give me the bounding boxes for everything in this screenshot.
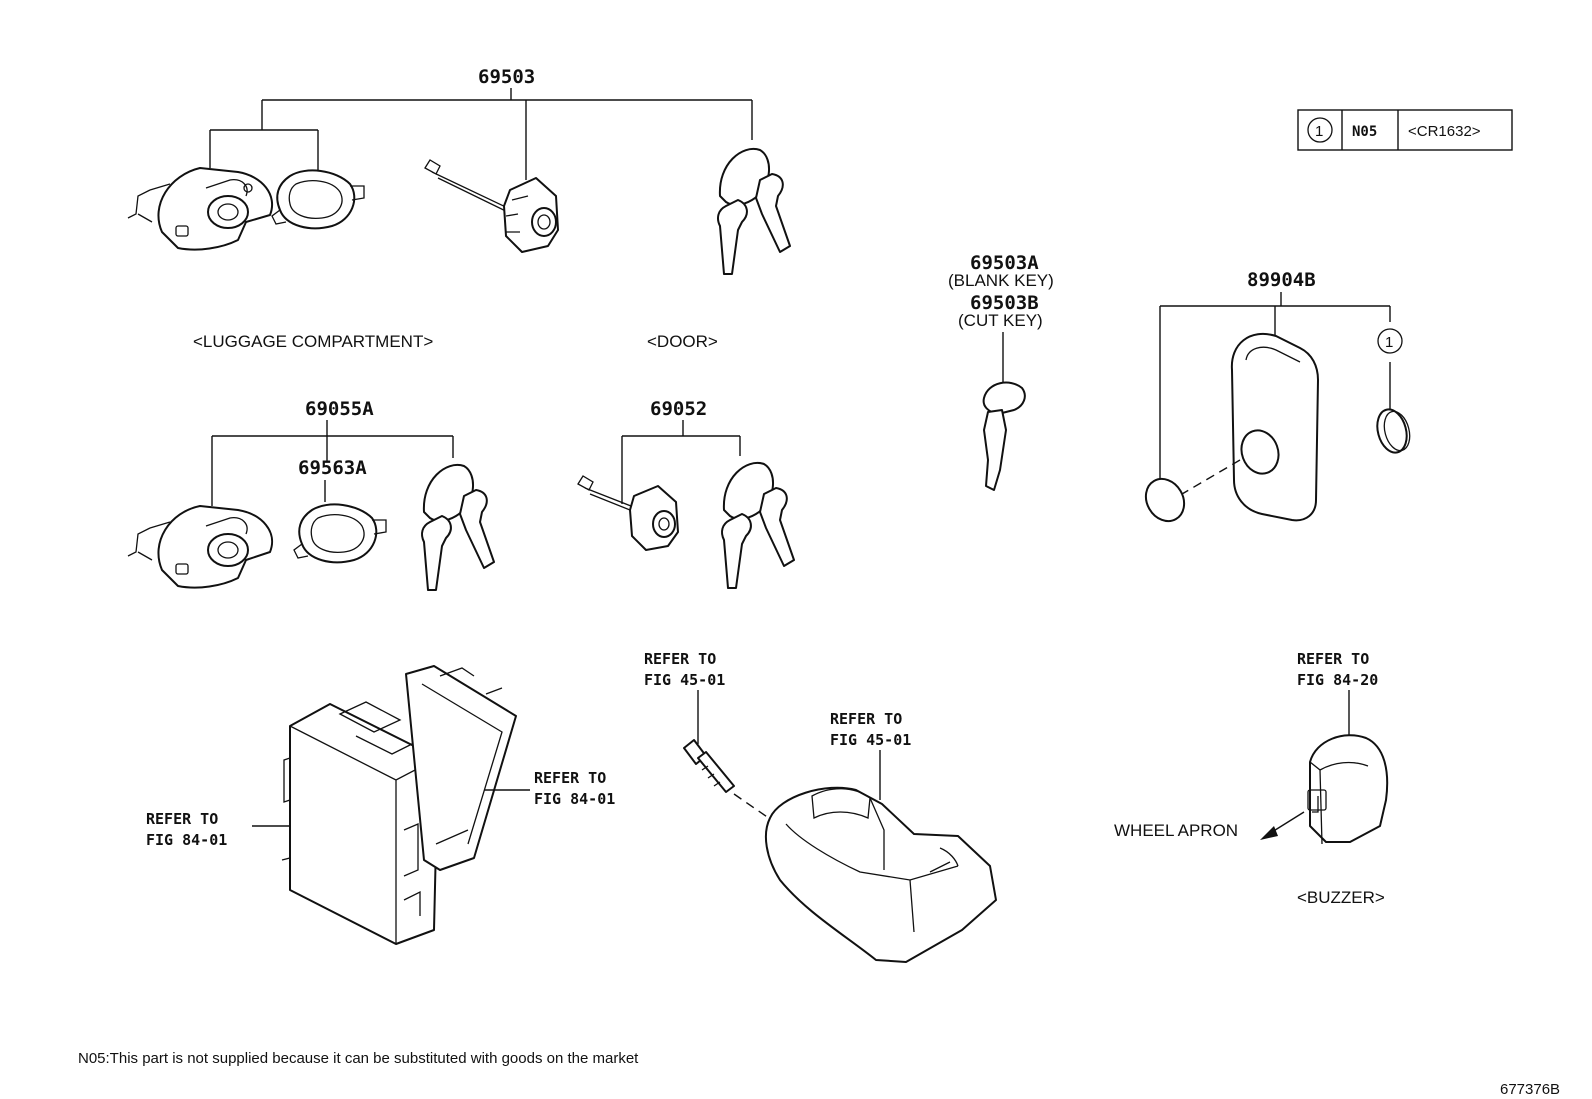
door-lock-cylinder-illustration-2	[577, 475, 679, 551]
key-set-illustration-door	[721, 461, 795, 589]
part-number-69503A[interactable]: 69503A	[970, 252, 1039, 274]
legend-table: 1 N05 <CR1632>	[1297, 109, 1513, 151]
refer-to-fig-84-20[interactable]: FIG 84-20	[1297, 671, 1378, 689]
buzzer-illustration	[1307, 734, 1389, 845]
key-set-illustration-middle	[421, 463, 495, 591]
illustration-id: 677376B	[1500, 1081, 1560, 1098]
luggage-gasket-illustration-2	[293, 503, 387, 564]
label-luggage-compartment: <LUGGAGE COMPARTMENT>	[193, 332, 433, 351]
legend-code: N05	[1352, 124, 1377, 140]
footnote-n05: N05:This part is not supplied because it…	[78, 1050, 639, 1067]
key-blade-illustration	[982, 381, 1026, 491]
part-number-89904B[interactable]: 89904B	[1247, 269, 1316, 291]
leader-89904B	[1159, 292, 1391, 480]
label-blank-key: (BLANK KEY)	[948, 271, 1054, 290]
legend-symbol: 1	[1315, 123, 1323, 140]
refer-to-fig-84-01-left[interactable]: FIG 84-01	[146, 831, 227, 849]
refer-to-ecu-right: REFER TO	[534, 769, 606, 787]
door-lock-cylinder-illustration	[424, 159, 559, 253]
part-number-69563A[interactable]: 69563A	[298, 457, 367, 479]
luggage-lock-cylinder-illustration-2	[127, 505, 273, 589]
steering-column-cover-illustration	[764, 786, 997, 963]
label-cut-key: (CUT KEY)	[958, 311, 1043, 330]
refer-to-fig-84-01-right[interactable]: FIG 84-01	[534, 790, 615, 808]
part-number-69503[interactable]: 69503	[478, 66, 535, 88]
part-number-69503B[interactable]: 69503B	[970, 292, 1039, 314]
leader-69052	[621, 420, 741, 504]
refer-to-buzzer: REFER TO	[1297, 650, 1369, 668]
leader-69055A	[211, 420, 454, 506]
arrow-to-wheel-apron	[1260, 811, 1305, 840]
label-buzzer: <BUZZER>	[1297, 888, 1385, 907]
part-number-69052[interactable]: 69052	[650, 398, 707, 420]
label-wheel-apron: WHEEL APRON	[1114, 821, 1238, 840]
refer-to-cover: REFER TO	[830, 710, 902, 728]
ecu-block-illustration	[281, 665, 517, 945]
legend-battery: <CR1632>	[1408, 123, 1481, 140]
battery-cover-illustration	[1144, 477, 1186, 523]
battery-coin-illustration	[1376, 408, 1411, 454]
refer-to-fig-45-01-cover[interactable]: FIG 45-01	[830, 731, 911, 749]
refer-to-fig-45-01-bolt[interactable]: FIG 45-01	[644, 671, 725, 689]
legend-symbol-marker: 1	[1377, 328, 1403, 354]
leader-ecu	[252, 789, 530, 827]
luggage-gasket-illustration	[271, 169, 365, 230]
smart-key-fob-illustration	[1181, 333, 1319, 522]
label-door: <DOOR>	[647, 332, 718, 351]
part-number-69055A[interactable]: 69055A	[305, 398, 374, 420]
luggage-lock-cylinder-illustration	[127, 167, 273, 251]
legend-symbol-marker-text: 1	[1385, 334, 1393, 351]
refer-to-ecu-left: REFER TO	[146, 810, 218, 828]
leader-69503	[209, 88, 753, 180]
refer-to-bolt: REFER TO	[644, 650, 716, 668]
key-set-illustration-top	[717, 147, 791, 275]
